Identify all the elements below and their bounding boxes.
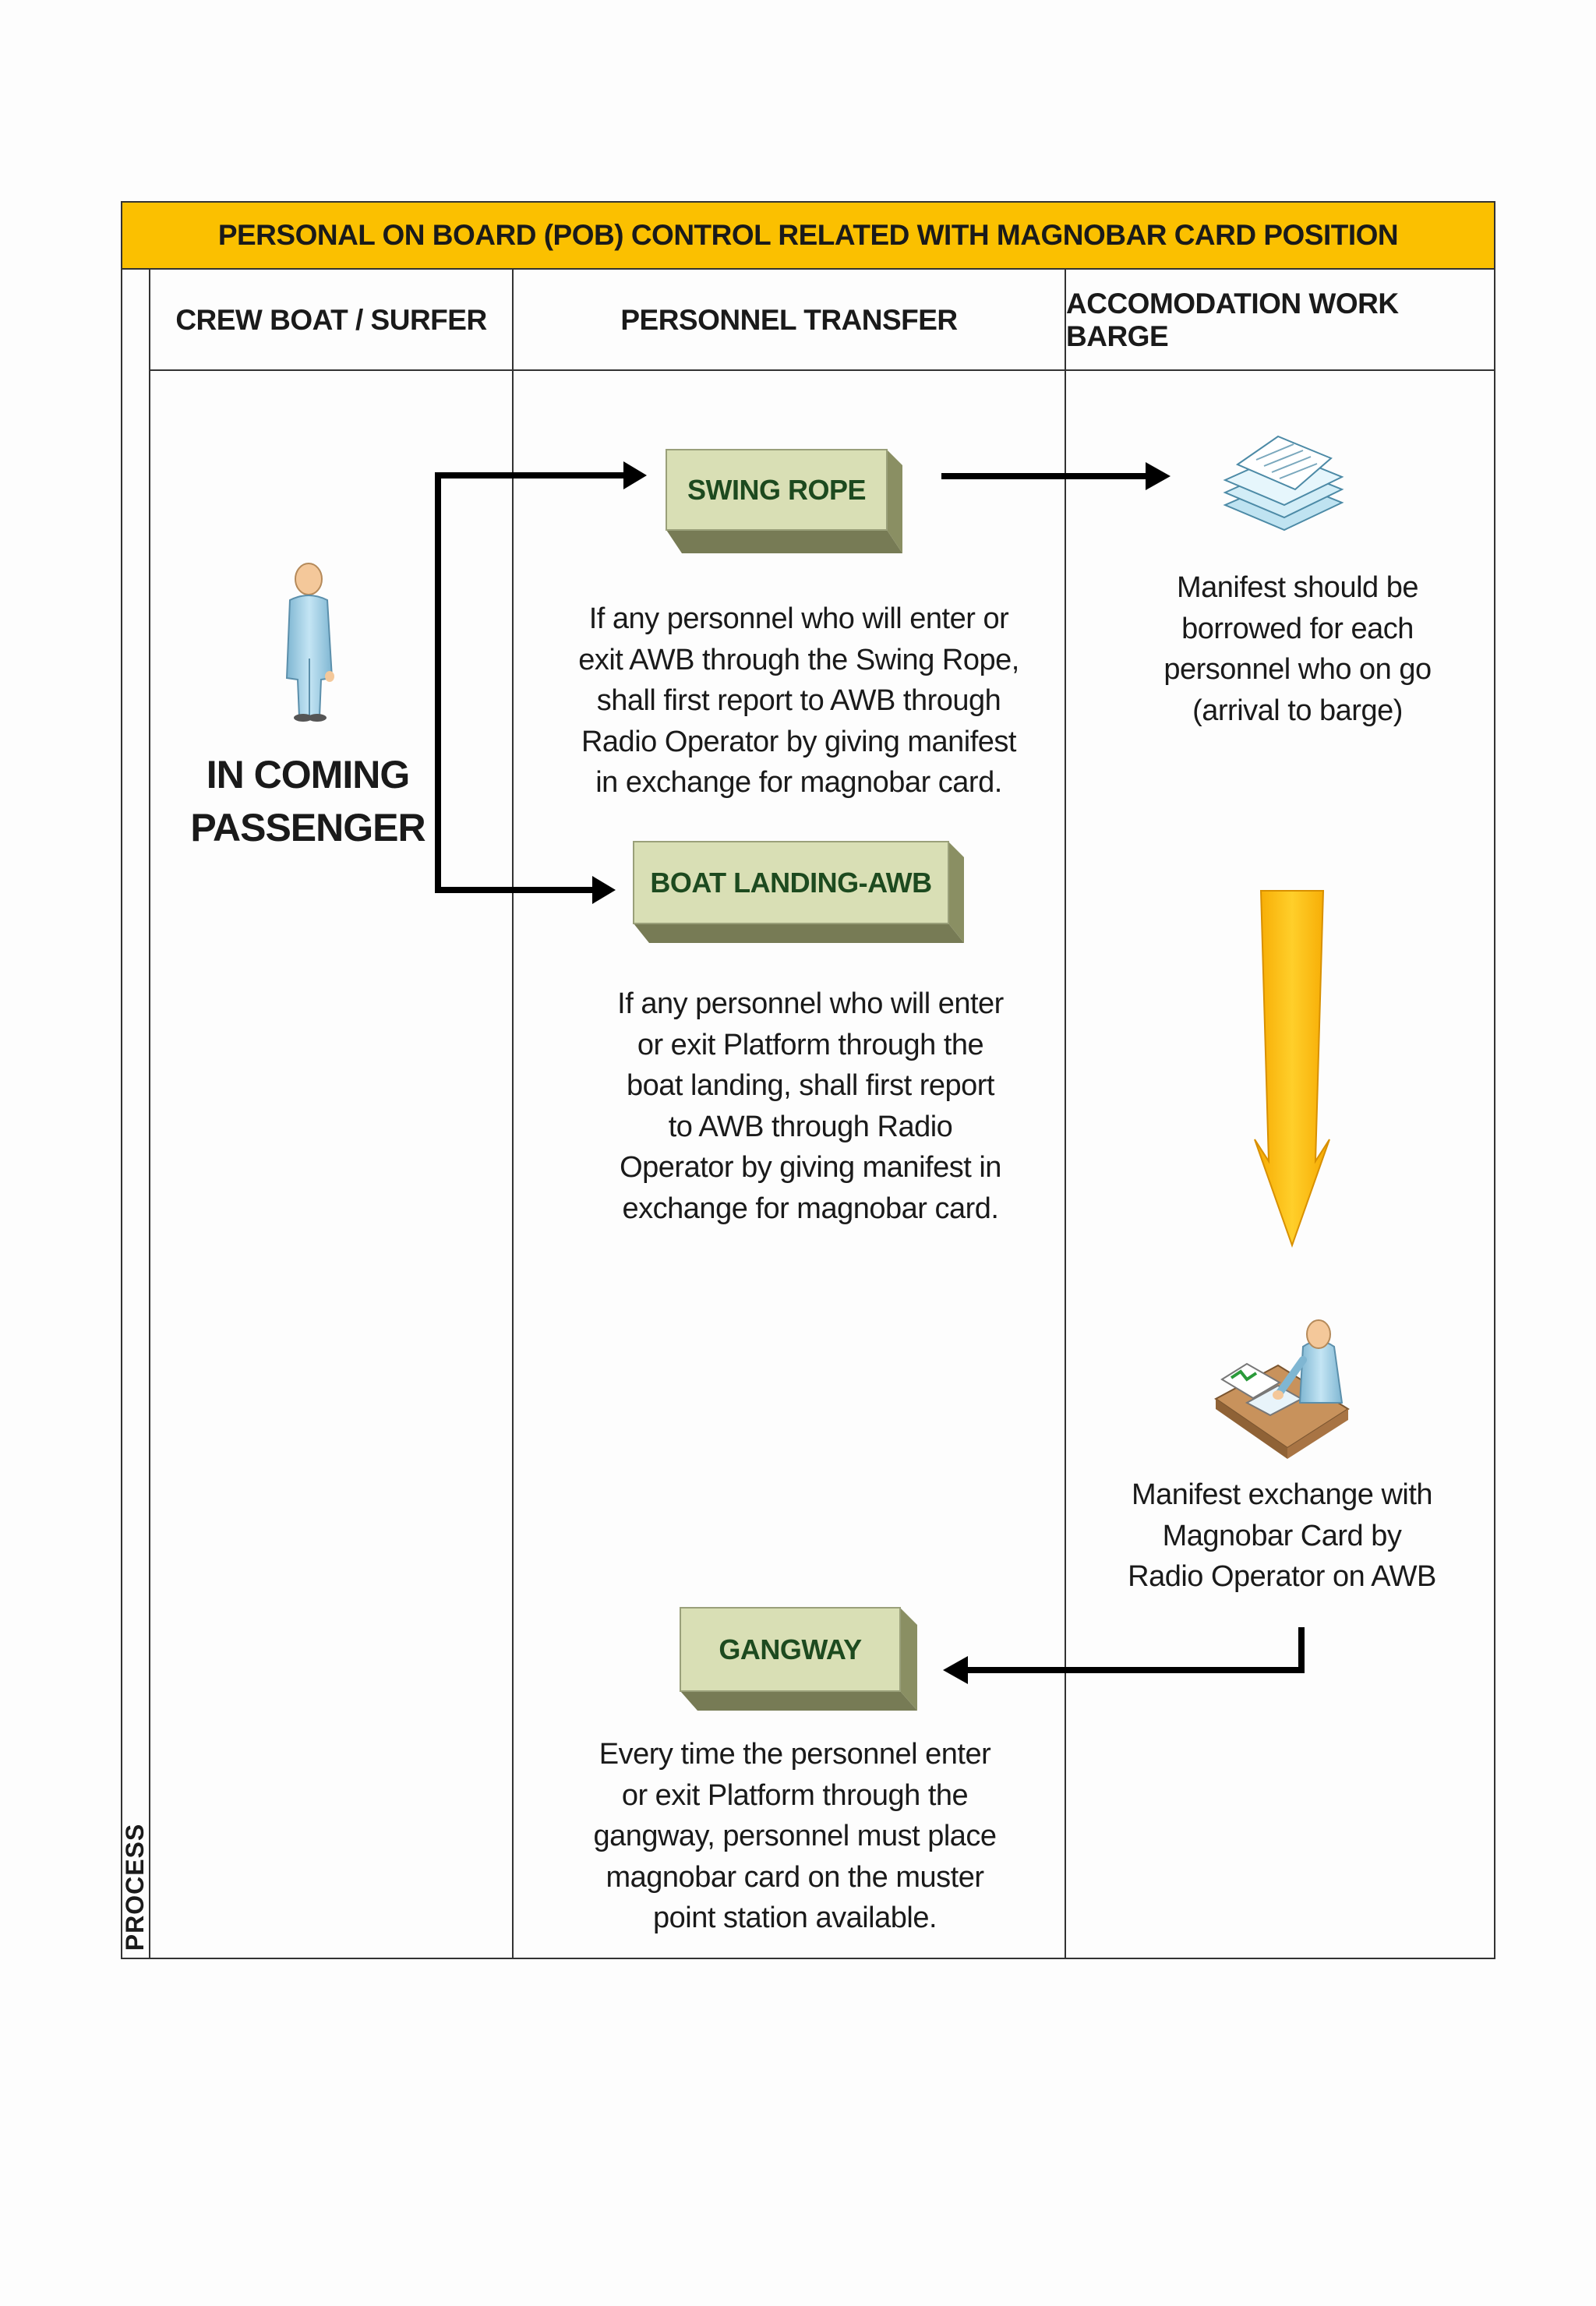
swing-rope-description: If any personnel who will enter or exit … <box>578 602 1019 799</box>
swing-rope-box <box>666 449 902 553</box>
arrowhead-to-swing-rope <box>623 461 647 489</box>
lane-header-crew-boat: CREW BOAT / SURFER <box>175 304 487 336</box>
arrowhead-to-gangway <box>943 1656 968 1684</box>
boat-landing-box <box>633 841 964 943</box>
down-arrow-icon <box>1254 890 1330 1248</box>
incoming-passenger-label: IN COMING PASSENGER <box>190 753 425 849</box>
lane-header-personnel-transfer: PERSONNEL TRANSFER <box>620 304 958 336</box>
arrowhead-to-manifest <box>1146 462 1171 490</box>
lane-divider-2 <box>1065 270 1066 1959</box>
person-icon <box>285 563 334 722</box>
lane-divider-1 <box>512 270 514 1959</box>
boat-landing-label: BOAT LANDING-AWB <box>650 866 932 899</box>
frame-right-border <box>1494 270 1495 1959</box>
swing-rope-label: SWING ROPE <box>687 473 867 506</box>
frame-left-border <box>121 270 122 1959</box>
process-column-divider <box>149 270 150 1959</box>
gangway-box <box>680 1607 917 1711</box>
operator-desk-icon <box>1214 1319 1350 1459</box>
boat-landing-description: If any personnel who will enter or exit … <box>617 987 1004 1225</box>
diagram-title: PERSONAL ON BOARD (POB) CONTROL RELATED … <box>121 201 1495 270</box>
documents-icon <box>1223 435 1344 531</box>
passenger-branch-arrows <box>435 472 630 893</box>
manifest-description: Manifest should be borrowed for each per… <box>1163 571 1432 727</box>
gangway-label: GANGWAY <box>719 1633 862 1665</box>
arrowhead-to-boat-landing <box>592 876 616 904</box>
exchange-description: Manifest exchange with Magnobar Card by … <box>1128 1478 1436 1593</box>
lane-header-work-barge: ACCOMODATION WORK BARGE <box>1066 288 1399 352</box>
exchange-to-gangway-arrow <box>966 1627 1305 1673</box>
gangway-description: Every time the personnel enter or exit P… <box>593 1738 997 1934</box>
frame-bottom-border <box>121 1958 1495 1959</box>
header-divider <box>149 369 1495 371</box>
